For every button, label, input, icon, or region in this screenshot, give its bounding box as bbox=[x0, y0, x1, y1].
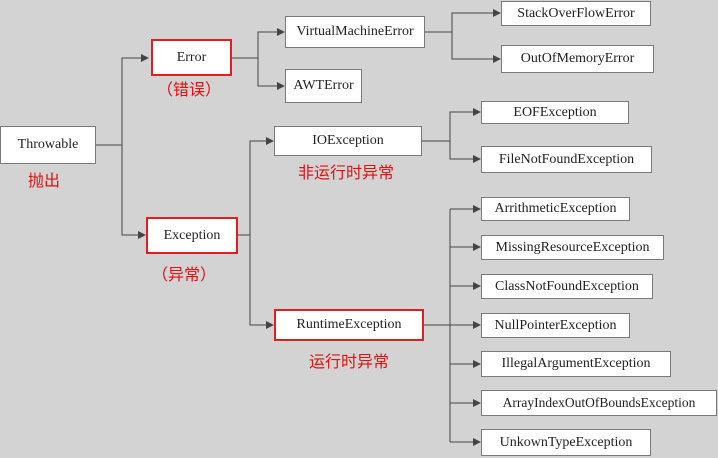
node-illegal-argument-exception: IllegalArgumentException bbox=[481, 351, 671, 377]
connector-io-eof bbox=[422, 108, 481, 142]
node-runtime-exception: RuntimeException bbox=[274, 309, 424, 341]
node-virtual-machine-error: VirtualMachineError bbox=[285, 16, 425, 48]
node-awt-error: AWTError bbox=[285, 69, 362, 103]
node-missing-resource-exception: MissingResourceException bbox=[481, 235, 664, 260]
node-file-not-found-exception: FileNotFoundException bbox=[481, 146, 652, 173]
node-exception: Exception bbox=[146, 217, 238, 254]
node-class-not-found-exception: ClassNotFoundException bbox=[481, 274, 653, 299]
connector-exception-io bbox=[238, 137, 274, 236]
connector-throwable-exception bbox=[121, 145, 146, 239]
node-stack-overflow-error: StackOverFlowError bbox=[501, 1, 651, 26]
note-io-exception: 非运行时异常 bbox=[298, 163, 395, 182]
node-error: Error bbox=[151, 39, 232, 76]
connector-runtime-trunk bbox=[424, 209, 451, 442]
node-null-pointer-exception: NullPointerException bbox=[481, 313, 630, 338]
node-arithmetic-exception: ArrithmeticException bbox=[481, 197, 630, 221]
node-throwable: Throwable bbox=[0, 126, 96, 164]
note-runtime-exception: 运行时异常 bbox=[309, 352, 390, 371]
node-eof-exception: EOFException bbox=[481, 101, 629, 124]
connector-exception-runtime bbox=[249, 235, 274, 329]
connector-error-awt bbox=[257, 58, 285, 90]
node-io-exception: IOException bbox=[274, 126, 422, 156]
note-throwable: 抛出 bbox=[28, 171, 61, 190]
node-unknown-type-exception: UnkownTypeException bbox=[481, 429, 651, 456]
note-error: （错误） bbox=[157, 80, 222, 99]
node-array-index-out-of-bounds-exception: ArrayIndexOutOfBoundsException bbox=[481, 390, 717, 416]
connector-vme-stackoverflow bbox=[425, 9, 501, 33]
note-exception: （异常） bbox=[152, 265, 217, 284]
node-out-of-memory-error: OutOfMemoryError bbox=[501, 45, 654, 73]
connector-error-vme bbox=[232, 28, 285, 59]
connector-throwable-error bbox=[96, 54, 149, 146]
connector-io-filenotfound bbox=[449, 141, 481, 163]
connector-vme-outofmemory bbox=[451, 32, 501, 63]
